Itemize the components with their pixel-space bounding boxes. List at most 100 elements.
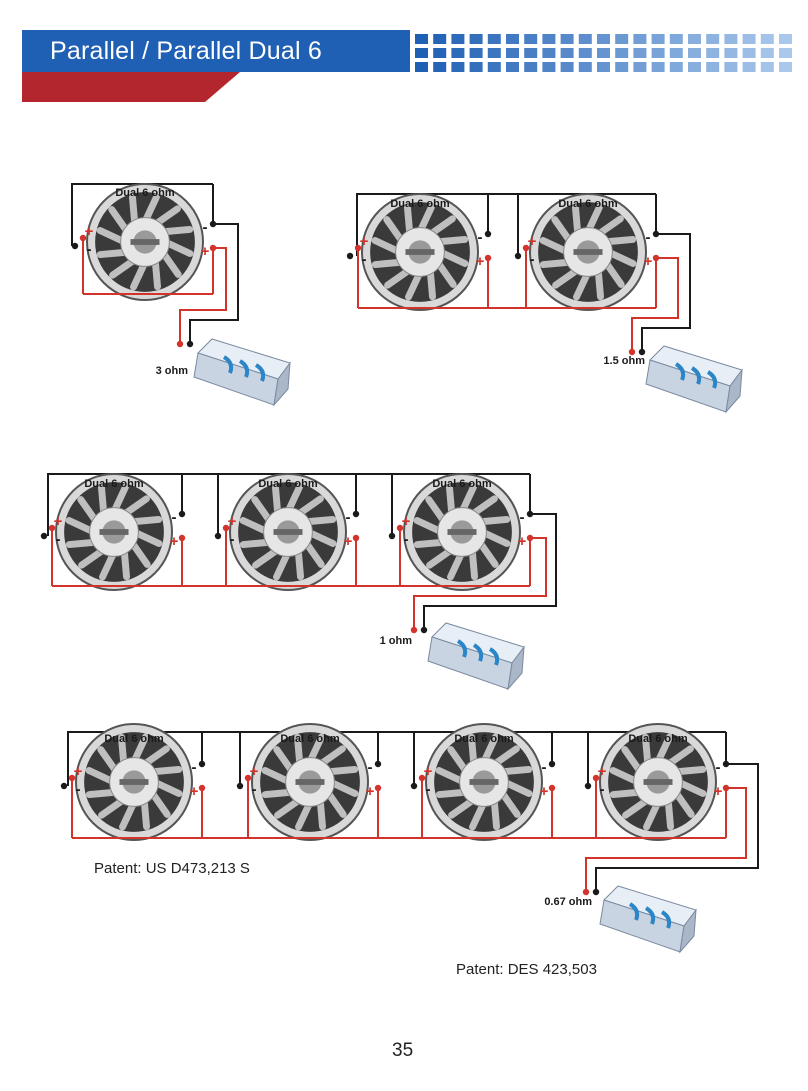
plus-symbol: +: [424, 763, 433, 780]
subwoofer: [229, 473, 347, 591]
header-tile: [451, 62, 465, 72]
header-tile: [706, 34, 720, 44]
header-tile: [615, 34, 629, 44]
minus-symbol: -: [716, 759, 721, 776]
minus-symbol: -: [192, 759, 197, 776]
plus-symbol: +: [201, 243, 210, 260]
header-tile: [706, 62, 720, 72]
minus-symbol: -: [600, 781, 605, 798]
header-tile: [779, 48, 792, 58]
header-tile: [742, 48, 756, 58]
header-tile: [779, 62, 792, 72]
woofer-badge: [447, 529, 477, 535]
woofer-label: Dual 6 ohm: [84, 478, 144, 490]
header-tile: [506, 48, 519, 58]
negative-wire: [423, 513, 557, 630]
amp-accent: [674, 362, 686, 381]
plus-symbol: +: [170, 533, 179, 550]
minus-symbol: -: [87, 241, 92, 258]
amp-accent: [222, 355, 234, 374]
wire-terminal: [420, 626, 428, 634]
header-tile: [433, 62, 447, 72]
minus-symbol: -: [203, 219, 208, 236]
header-tile: [615, 48, 629, 58]
positive-wire: [631, 257, 679, 352]
page-number: 35: [392, 1040, 414, 1061]
header-tile: [560, 34, 574, 44]
header-tile: [651, 34, 665, 44]
amp-accent: [660, 910, 672, 929]
subwoofer: [599, 723, 717, 841]
woofer-badge: [405, 249, 435, 255]
header-tile: [578, 62, 592, 72]
header-tile: [724, 48, 738, 58]
header-tile: [469, 34, 483, 44]
amplifier: [599, 885, 697, 954]
wire-terminal: [582, 888, 590, 896]
amp-side: [507, 645, 525, 691]
header-tile: [560, 62, 574, 72]
negative-wire: [189, 223, 239, 344]
amp-accent: [706, 370, 718, 389]
plus-symbol: +: [540, 783, 549, 800]
plus-symbol: +: [54, 513, 63, 530]
woofer-label: Dual 6 ohm: [454, 733, 514, 745]
plus-symbol: +: [74, 763, 83, 780]
impedance-label: 1 ohm: [380, 635, 413, 647]
amplifier: [193, 338, 291, 407]
plus-symbol: +: [598, 763, 607, 780]
header-tile: [597, 34, 610, 44]
plus-symbol: +: [714, 783, 723, 800]
minus-symbol: -: [230, 531, 235, 548]
woofer-label: Dual 6 ohm: [104, 733, 164, 745]
header-tile: [560, 48, 574, 58]
amp-accent: [690, 366, 702, 385]
plus-symbol: +: [228, 513, 237, 530]
wire-terminal: [60, 782, 68, 790]
positive-wire: [585, 787, 747, 892]
header-tile: [615, 62, 629, 72]
header-tile: [633, 62, 647, 72]
woofer-badge: [295, 779, 325, 785]
subwoofer: [251, 723, 369, 841]
amp-side: [725, 368, 743, 414]
minus-symbol: -: [426, 781, 431, 798]
woofer-badge: [119, 779, 149, 785]
minus-symbol: -: [362, 251, 367, 268]
woofer-badge: [573, 249, 603, 255]
wire-terminal: [346, 252, 354, 260]
subwoofer: [403, 473, 521, 591]
woofer-label: Dual 6 ohm: [558, 198, 618, 210]
amp-accent: [644, 906, 656, 925]
woofer-label: Dual 6 ohm: [115, 187, 175, 199]
amplifier: [645, 345, 743, 414]
wire-terminal: [638, 348, 646, 356]
header-tile: [688, 48, 701, 58]
header-tile: [415, 62, 428, 72]
plus-symbol: +: [528, 233, 537, 250]
woofer-badge: [469, 779, 499, 785]
header-tile: [542, 48, 556, 58]
header-tile: [724, 34, 738, 44]
amp-accent: [456, 639, 468, 658]
impedance-label: 0.67 ohm: [544, 896, 592, 908]
subwoofer: [425, 723, 543, 841]
header-tile: [524, 34, 538, 44]
header-tile: [469, 62, 483, 72]
header-tile: [651, 48, 665, 58]
amp-side: [273, 361, 291, 407]
amplifier: [427, 622, 525, 691]
minus-symbol: -: [520, 509, 525, 526]
subwoofer: [75, 723, 193, 841]
amp-accent: [628, 902, 640, 921]
woofer-label: Dual 6 ohm: [628, 733, 688, 745]
plus-symbol: +: [85, 223, 94, 240]
negative-wire: [356, 193, 656, 256]
header-tile: [688, 34, 701, 44]
page-title: Parallel / Parallel Dual 6: [50, 37, 322, 65]
plus-symbol: +: [402, 513, 411, 530]
negative-wire: [641, 233, 691, 352]
header-graphic: [22, 30, 792, 102]
